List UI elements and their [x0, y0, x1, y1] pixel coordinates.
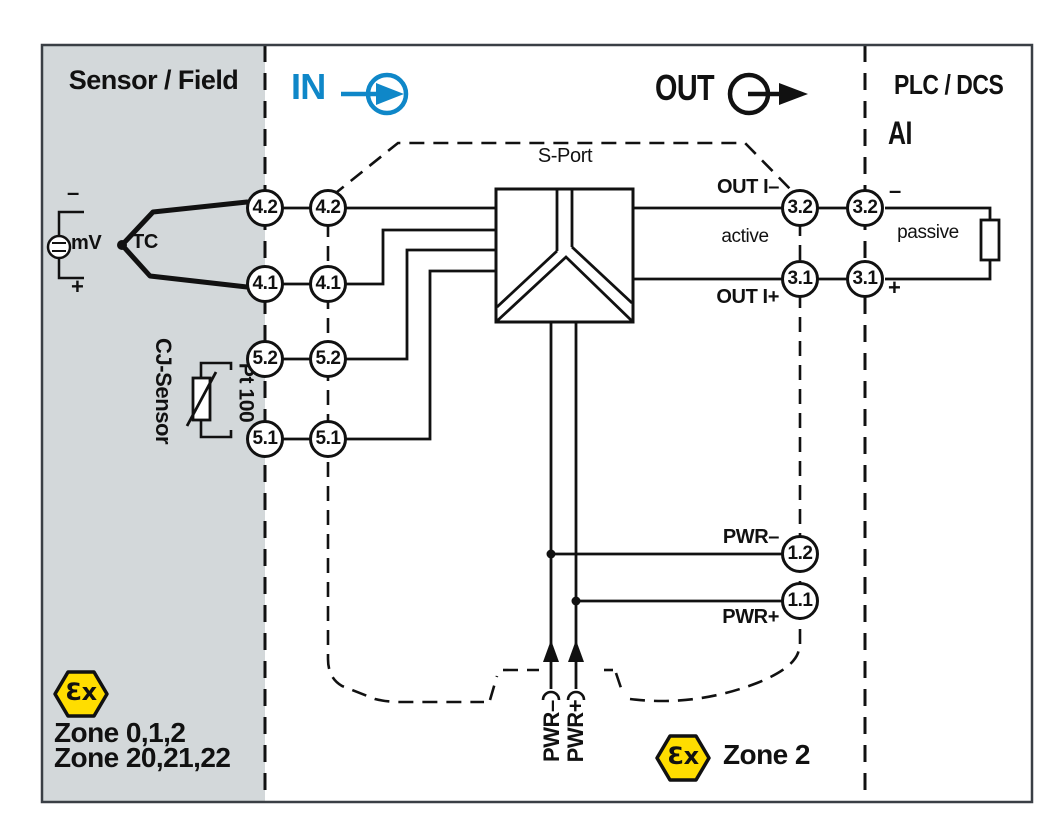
terminal-field-5-1: 5.1 — [246, 420, 284, 458]
ex-hexagon-zone2-icon — [655, 734, 711, 782]
passive-label: passive — [897, 222, 959, 243]
terminal-pwr-1-2: 1.2 — [781, 535, 819, 573]
plc-plus-sign: + — [888, 275, 901, 300]
signal-wires — [265, 206, 992, 689]
mv-label: mV — [71, 232, 102, 254]
terminal-in-4-1: 4.1 — [309, 265, 347, 303]
plc-section-title: PLC / DCS — [894, 69, 1004, 100]
in-arrow-icon — [341, 72, 409, 116]
pwr-plus-wire-label: PWR+ — [562, 699, 588, 763]
plc-minus-sign: – — [889, 178, 901, 203]
s-port-label: S-Port — [537, 145, 593, 167]
pwr-plug-icons — [541, 690, 586, 701]
field-section-title: Sensor / Field — [68, 65, 239, 95]
field-zone-line2: Zone 20,21,22 — [54, 742, 231, 773]
terminal-in-4-2: 4.2 — [309, 189, 347, 227]
plc-load-resistor — [979, 218, 1001, 262]
tc-label: TC — [132, 231, 158, 253]
pwr-minus-wire-label: PWR– — [538, 700, 564, 762]
terminal-in-5-2: 5.2 — [309, 340, 347, 378]
outer-border — [40, 43, 1034, 804]
mv-source-symbol — [46, 210, 84, 280]
isolator-symbol — [494, 187, 635, 324]
ex-field-label: Ɛx — [65, 678, 97, 706]
ex-zone2-label: Ɛx — [667, 742, 699, 770]
pwr-minus-label: PWR– — [722, 526, 780, 548]
out-arrow-icon — [727, 72, 808, 116]
terminal-field-4-2: 4.2 — [246, 189, 284, 227]
pt100-resistor-symbol — [185, 361, 233, 439]
field-zone-line1: Zone 0,1,2 — [54, 717, 186, 748]
zone2-label: Zone 2 — [723, 739, 810, 770]
pwr-plus-label: PWR+ — [722, 606, 779, 628]
out-i-plus-label: OUT I+ — [716, 286, 779, 308]
field-plus-sign: + — [71, 274, 84, 299]
ex-hexagon-field-icon — [53, 670, 109, 718]
pwr-arrow-icons — [543, 640, 584, 662]
terminal-field-5-2: 5.2 — [246, 340, 284, 378]
out-label: OUT — [655, 67, 715, 108]
terminal-in-5-1: 5.1 — [309, 420, 347, 458]
terminal-plc-3-2: 3.2 — [846, 189, 884, 227]
terminal-out-3-2: 3.2 — [781, 189, 819, 227]
junction-dots — [546, 549, 581, 606]
terminal-pwr-1-1: 1.1 — [781, 582, 819, 620]
ai-label: AI — [888, 115, 912, 151]
field-minus-sign: – — [67, 180, 79, 205]
thermocouple-icon — [117, 199, 250, 290]
terminal-out-3-1: 3.1 — [781, 260, 819, 298]
terminal-plc-3-1: 3.1 — [846, 260, 884, 298]
cj-sensor-label: CJ-Sensor — [151, 338, 177, 445]
in-label: IN — [291, 66, 326, 107]
out-i-minus-label: OUT I– — [716, 176, 779, 198]
active-label: active — [721, 226, 769, 247]
terminal-field-4-1: 4.1 — [246, 265, 284, 303]
